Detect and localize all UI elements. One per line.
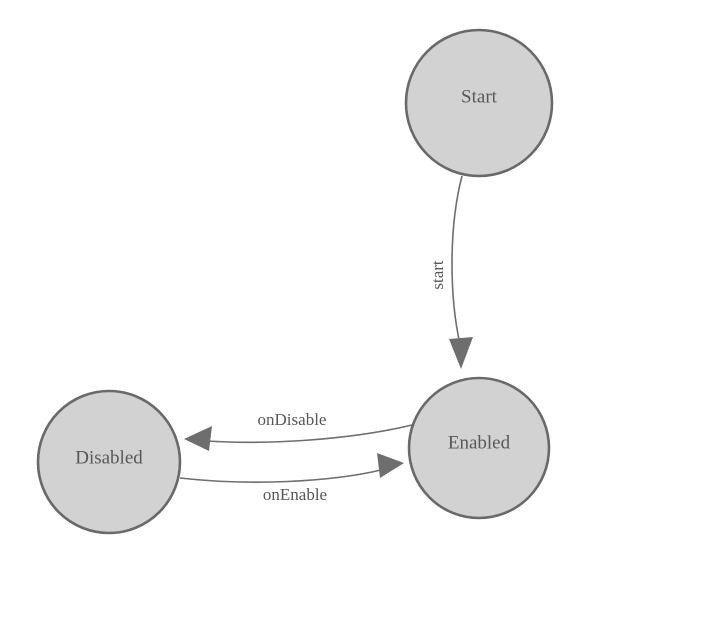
node-enabled-circle <box>407 376 551 520</box>
node-enabled[interactable]: Enabled <box>407 376 551 520</box>
edge-start-to-enabled-arrowhead <box>449 337 473 369</box>
edge-disabled-to-enabled-path <box>179 469 382 483</box>
node-disabled-label: Disabled <box>75 447 143 468</box>
node-start-label: Start <box>461 86 498 107</box>
edge-enabled-to-disabled-arrowhead <box>184 426 212 451</box>
node-enabled-label: Enabled <box>448 432 511 453</box>
edge-enabled-to-disabled-label: onDisable <box>258 410 327 429</box>
edge-enabled-to-disabled-path <box>195 424 413 444</box>
node-start[interactable]: Start <box>404 28 554 178</box>
node-start-circle <box>404 28 554 178</box>
edge-enabled-to-disabled[interactable]: onDisable <box>184 410 413 451</box>
edge-start-to-enabled[interactable]: start <box>428 175 473 369</box>
edge-disabled-to-enabled-label: onEnable <box>263 485 327 504</box>
edge-disabled-to-enabled[interactable]: onEnable <box>179 453 404 504</box>
edge-start-to-enabled-path <box>451 175 463 345</box>
node-disabled[interactable]: Disabled <box>36 389 182 535</box>
node-disabled-circle <box>36 389 182 535</box>
edge-disabled-to-enabled-arrowhead <box>377 453 404 478</box>
edge-start-to-enabled-label: start <box>428 260 447 290</box>
